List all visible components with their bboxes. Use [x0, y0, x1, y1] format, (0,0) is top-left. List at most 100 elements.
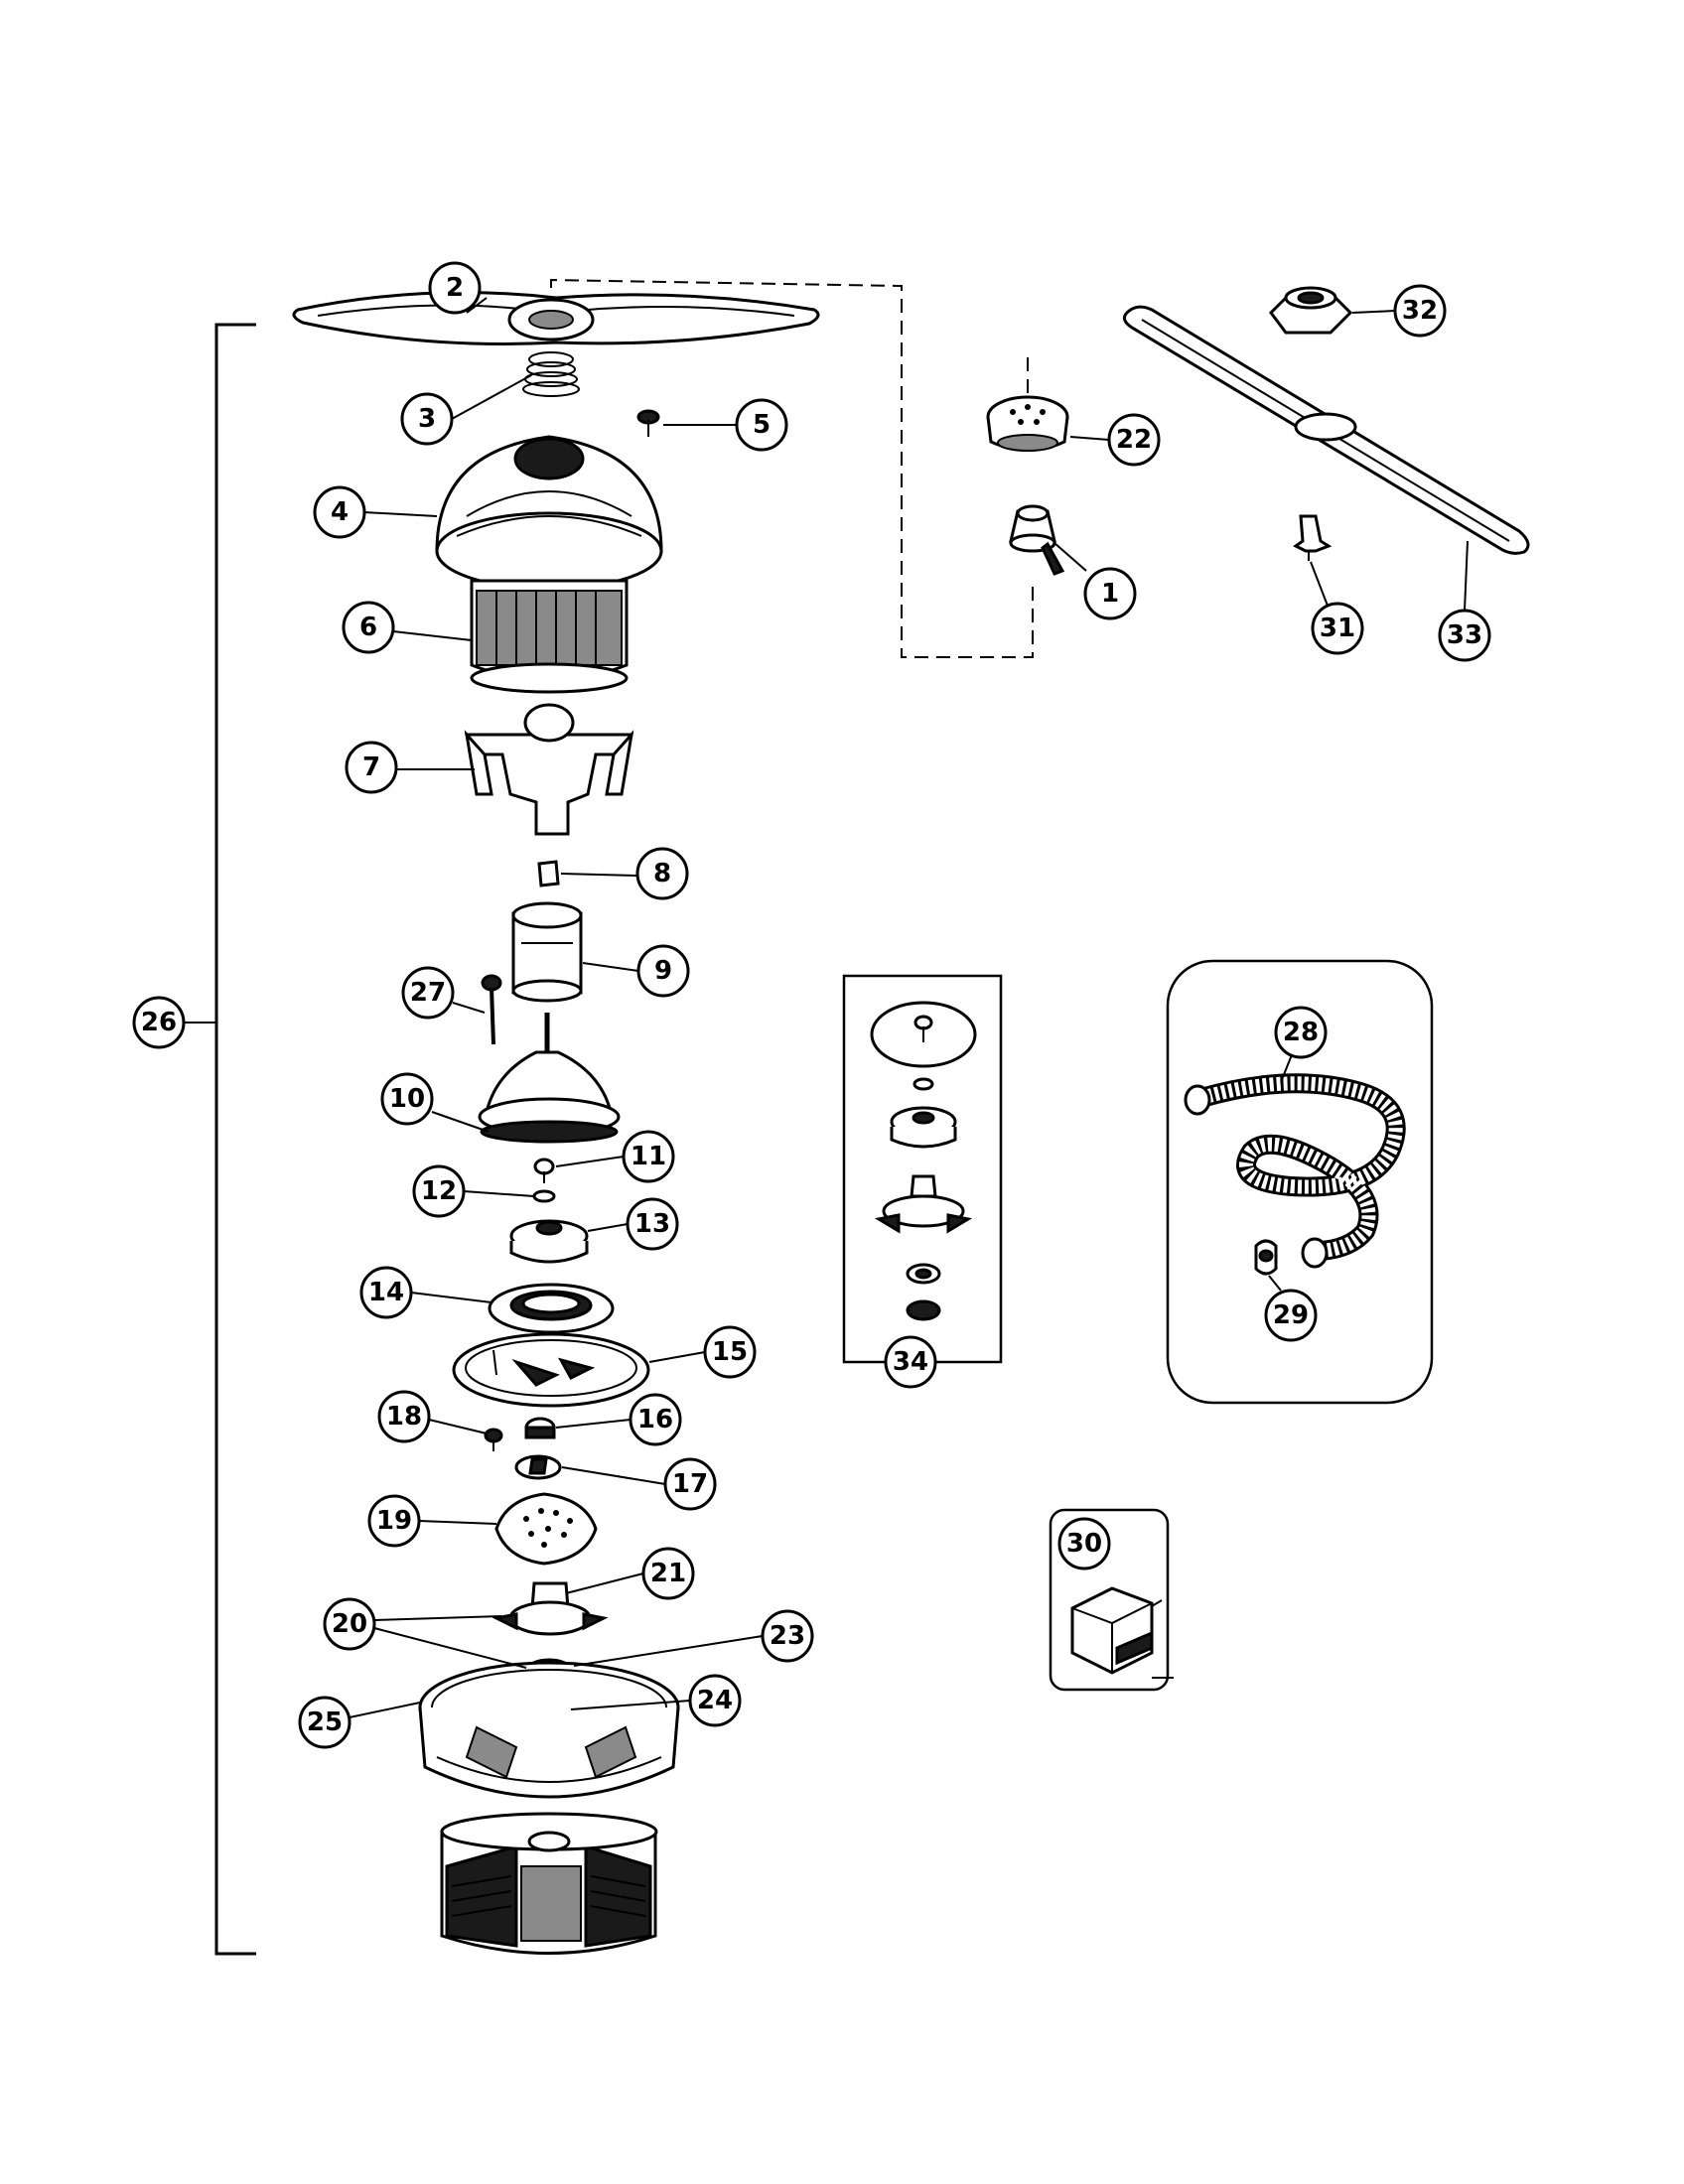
- callout-32: 32: [1393, 284, 1447, 338]
- callout-label: 22: [1116, 425, 1152, 455]
- callout-27: 27: [401, 966, 455, 1020]
- callout-23: 23: [761, 1609, 814, 1663]
- assembly-bracket: [214, 323, 256, 1956]
- motor: [440, 1812, 658, 1955]
- callout-label: 29: [1273, 1300, 1309, 1330]
- callout-label: 15: [712, 1337, 748, 1367]
- seal-kit-parts: [870, 1001, 977, 1321]
- callout-label: 8: [653, 859, 671, 888]
- arm-clip: [1293, 514, 1333, 561]
- callout-31: 31: [1311, 602, 1364, 655]
- retainer-clip: [537, 860, 560, 887]
- callout-24: 24: [688, 1674, 742, 1727]
- nozzle: [1009, 504, 1065, 576]
- hose-clamp: [1254, 1239, 1278, 1276]
- callout-label: 16: [637, 1405, 673, 1434]
- sump-base: [418, 1661, 680, 1837]
- callout-label: 4: [331, 497, 349, 527]
- callout-label: 11: [631, 1142, 666, 1171]
- callout-label: 17: [672, 1469, 708, 1499]
- dashed-connector: [550, 278, 1034, 658]
- callout-14: 14: [359, 1266, 413, 1319]
- shaft-assembly: [491, 1581, 609, 1636]
- callout-4: 4: [313, 485, 366, 539]
- pin: [481, 974, 502, 1045]
- o-ring: [532, 1189, 556, 1203]
- callout-12: 12: [412, 1164, 466, 1218]
- callout-label: 10: [389, 1084, 425, 1114]
- small-screw-18: [484, 1428, 503, 1451]
- callout-label: 13: [634, 1209, 670, 1239]
- hose-kit-box: [1166, 959, 1434, 1405]
- callout-28: 28: [1274, 1006, 1328, 1059]
- relay-box: [1049, 1508, 1170, 1692]
- callout-label: 20: [332, 1609, 367, 1639]
- callout-16: 16: [629, 1393, 682, 1446]
- callout-29: 29: [1264, 1289, 1318, 1342]
- callout-26: 26: [132, 996, 186, 1049]
- callout-17: 17: [663, 1457, 717, 1511]
- callout-7: 7: [345, 741, 398, 794]
- callout-34: 34: [884, 1335, 937, 1389]
- screw: [636, 409, 660, 437]
- callout-label: 24: [697, 1686, 733, 1715]
- callout-label: 28: [1283, 1018, 1319, 1047]
- callout-label: 18: [386, 1402, 422, 1432]
- callout-8: 8: [635, 847, 689, 900]
- filter-cover: [435, 435, 663, 591]
- small-screw: [533, 1158, 555, 1183]
- filter-housing: [511, 901, 583, 1003]
- callout-label: 9: [654, 956, 672, 986]
- hub-cap: [986, 395, 1069, 452]
- callout-label: 34: [893, 1347, 928, 1377]
- callout-label: 25: [307, 1707, 343, 1737]
- pump-plate: [452, 1332, 650, 1408]
- callout-11: 11: [622, 1130, 675, 1183]
- callout-21: 21: [641, 1547, 695, 1600]
- impeller: [509, 1219, 589, 1264]
- callout-label: 31: [1320, 614, 1355, 643]
- callout-label: 27: [410, 978, 446, 1008]
- filter-screen: [470, 579, 629, 694]
- hex-nut: [1269, 286, 1353, 335]
- callout-20: 20: [323, 1597, 376, 1651]
- callout-label: 21: [650, 1559, 686, 1588]
- chopper-plate: [494, 1492, 598, 1566]
- callout-30: 30: [1057, 1517, 1111, 1570]
- spider-hub: [464, 703, 634, 836]
- spring: [522, 351, 580, 397]
- callout-10: 10: [380, 1072, 434, 1126]
- callout-3: 3: [400, 392, 454, 446]
- pump-housing: [478, 1013, 621, 1144]
- callout-label: 26: [141, 1008, 177, 1037]
- callout-label: 3: [418, 404, 436, 434]
- bushing: [524, 1417, 556, 1439]
- callout-label: 30: [1066, 1529, 1102, 1559]
- callout-label: 6: [359, 613, 377, 642]
- callout-label: 32: [1402, 296, 1438, 326]
- callout-33: 33: [1438, 609, 1491, 662]
- callout-2: 2: [428, 261, 482, 315]
- callout-22: 22: [1107, 413, 1161, 467]
- lower-spray-arm: [292, 291, 820, 345]
- callout-1: 1: [1083, 567, 1137, 620]
- disc: [514, 1454, 562, 1480]
- callout-label: 1: [1101, 579, 1119, 609]
- callout-label: 23: [770, 1621, 805, 1651]
- callout-label: 5: [753, 410, 771, 440]
- callout-label: 33: [1447, 620, 1482, 650]
- callout-label: 12: [421, 1176, 457, 1206]
- upper-spray-arm: [1122, 305, 1530, 555]
- callout-label: 19: [376, 1506, 412, 1536]
- callout-label: 14: [368, 1278, 404, 1307]
- callout-label: 2: [446, 273, 464, 303]
- callout-13: 13: [626, 1197, 679, 1251]
- callout-5: 5: [735, 398, 788, 452]
- callout-18: 18: [377, 1390, 431, 1443]
- drain-hose: [1184, 1073, 1406, 1269]
- callout-label: 7: [362, 752, 380, 782]
- callout-25: 25: [298, 1696, 351, 1749]
- callout-15: 15: [703, 1325, 757, 1379]
- relay: [1070, 1586, 1174, 1679]
